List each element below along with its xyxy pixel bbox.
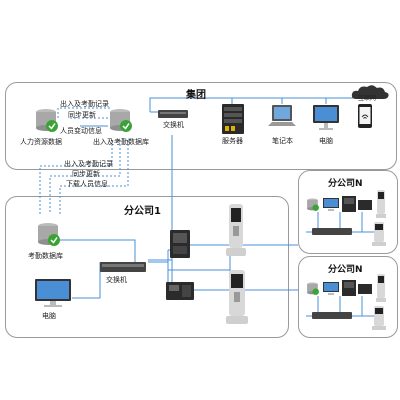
branch-n-bottom-kiosk-icon (376, 274, 386, 302)
branch-n-top-kiosk-2-icon (372, 222, 386, 246)
branch-n-top-reader-icon (358, 200, 372, 210)
access-records-label-1: 出入及考勤记录 (60, 100, 109, 108)
group-backbone-line (149, 97, 368, 112)
branch-switch-label: 交换机 (106, 276, 127, 284)
branch-n-top-database-icon (307, 198, 319, 211)
branch-n-bottom-title: 分公司N (328, 265, 363, 275)
server-label: 服务器 (222, 137, 243, 145)
attendance-database-icon (110, 109, 132, 132)
attendance-database-label: 出入及考勤数据库 (93, 138, 149, 146)
sync-update-label-2: 同步更新 (72, 170, 100, 178)
access-records-arrow-2 (39, 140, 113, 214)
kiosk-top-icon (226, 204, 246, 256)
branch-n-bottom-database-icon (307, 282, 319, 295)
group-title: 集团 (186, 90, 206, 101)
download-staff-label: 下载人员信息 (66, 180, 108, 188)
att-db-to-switch-line (60, 239, 136, 262)
branch-n-top-switch-icon (312, 228, 352, 235)
cloud-icon (351, 85, 389, 99)
branch-n-top-kiosk-icon (376, 190, 386, 218)
branch-pc-icon (35, 279, 71, 307)
sync-update-arrow-2 (49, 140, 121, 214)
staff-change-label: 人员变动信息 (60, 127, 102, 135)
terminal-links (168, 255, 231, 285)
kiosk-bottom-icon (226, 270, 248, 324)
group-container (5, 82, 397, 170)
access-records-label-2: 出入及考勤记录 (64, 160, 113, 168)
switch-to-pc-line (72, 262, 101, 299)
attendance-terminal-top-icon (170, 230, 190, 258)
branch-n-bottom-reader-icon (358, 284, 372, 294)
branch-n-bottom-pc-icon (323, 282, 339, 295)
trunk-line (148, 135, 298, 291)
sync-update-label-1: 同步更新 (68, 111, 96, 119)
group-pc-icon (313, 105, 339, 130)
branch-n-top-terminal-icon (342, 196, 356, 212)
hr-database-label: 人力资源数据 (20, 138, 62, 146)
group-switch-label: 交换机 (163, 121, 184, 129)
laptop-icon (268, 105, 296, 126)
group-switch-icon (158, 110, 188, 118)
access-records-arrow-1 (57, 107, 110, 118)
branch-switch-icon (100, 262, 146, 272)
branch-pc-label: 电脑 (42, 312, 56, 320)
internet-label: 互联网 (358, 95, 377, 102)
branch-n-top-title: 分公司N (328, 179, 363, 189)
branch-1-title: 分公司1 (124, 206, 161, 217)
branch-attendance-database-label: 考勤数据库 (28, 252, 63, 260)
branch-n-bottom-kiosk-2-icon (372, 306, 386, 330)
attendance-terminal-bottom-icon (166, 282, 194, 300)
server-icon (222, 104, 244, 134)
branch-n-bottom-terminal-icon (342, 280, 356, 296)
phone-icon (358, 104, 372, 128)
download-staff-arrow (59, 140, 129, 214)
laptop-label: 笔记本 (272, 137, 293, 145)
branch-attendance-database-icon (38, 223, 60, 246)
branch-n-top-pc-icon (323, 198, 339, 211)
group-pc-label: 电脑 (319, 137, 333, 145)
hr-database-icon (36, 109, 58, 132)
branch-n-bottom-switch-icon (312, 312, 352, 319)
